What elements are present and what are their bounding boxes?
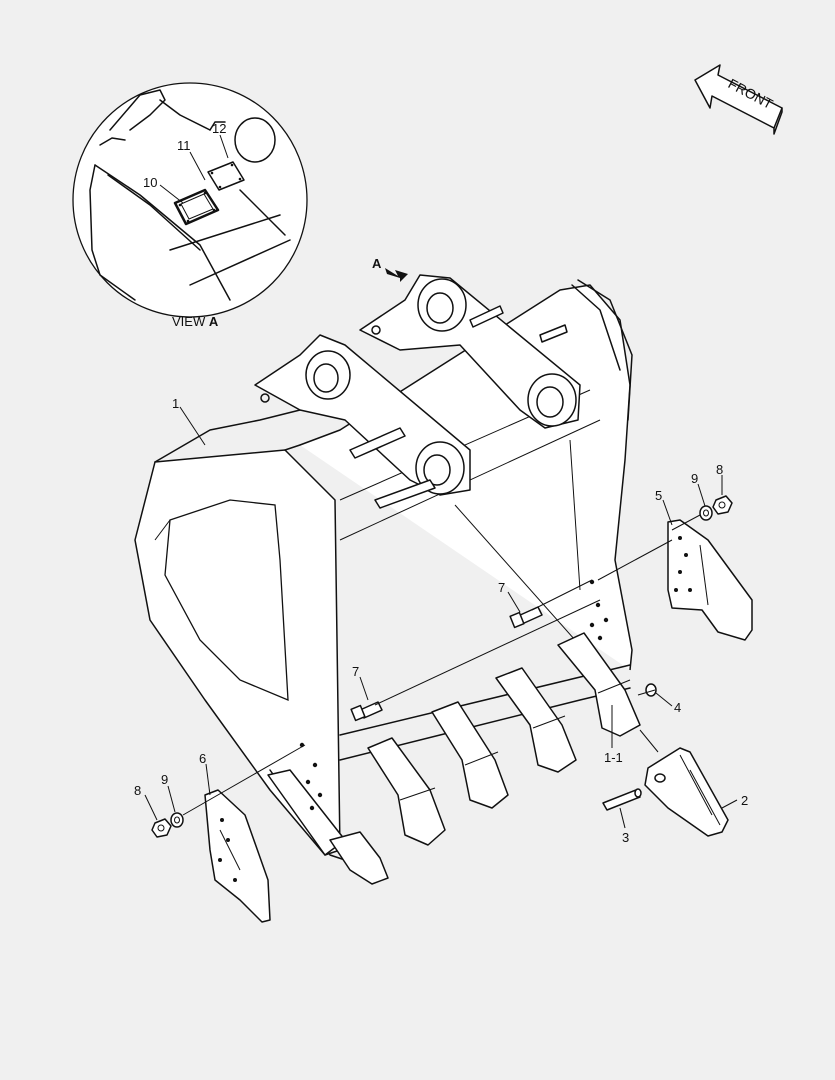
callout-9-left: 9 <box>161 772 168 787</box>
bucket-bosses <box>254 274 581 509</box>
washer-left <box>170 812 184 828</box>
plate-10 <box>173 188 220 226</box>
callout-5: 5 <box>655 488 662 503</box>
tooth-2 <box>431 701 509 809</box>
callout-9-right: 9 <box>691 471 698 486</box>
lock <box>645 683 657 697</box>
tooth-5 <box>329 831 389 885</box>
callout-3: 3 <box>622 830 629 845</box>
callout-11: 11 <box>177 138 191 153</box>
callout-7-upper: 7 <box>498 580 505 595</box>
detail-view-a: 12 11 10 VIEW A <box>72 82 308 329</box>
assembly-lines <box>182 514 701 816</box>
side-cutter-right <box>667 519 753 641</box>
callout-1-1: 1-1 <box>604 750 623 765</box>
callout-2: 2 <box>741 793 748 808</box>
callout-4: 4 <box>674 700 681 715</box>
callout-8-right: 8 <box>716 462 723 477</box>
callout-10: 10 <box>143 175 157 190</box>
view-a-label: VIEW A <box>172 314 219 329</box>
tooth-4 <box>557 632 641 737</box>
bolt-upper <box>509 606 543 629</box>
front-direction-arrow: FRONT <box>694 64 783 135</box>
bucket-teeth <box>329 632 641 885</box>
tooth-1 <box>367 737 446 846</box>
name-plate-12 <box>207 161 245 191</box>
callout-12: 12 <box>212 121 226 136</box>
tooth-point-detached <box>644 747 729 837</box>
tooth-3 <box>495 667 577 773</box>
washer-right <box>699 505 713 521</box>
view-a-direction-arrow: A <box>372 256 408 282</box>
callout-7-lower: 7 <box>352 664 359 679</box>
bolt-lower <box>350 701 383 722</box>
callouts: 1 1-1 2 3 4 5 6 7 7 8 9 8 9 <box>134 396 748 845</box>
nut-right <box>712 495 733 515</box>
nut-left <box>151 818 172 838</box>
callout-8-left: 8 <box>134 783 141 798</box>
callout-6: 6 <box>199 751 206 766</box>
callout-1: 1 <box>172 396 179 411</box>
pin <box>602 788 642 811</box>
side-cutter-left <box>204 789 271 923</box>
view-a-arrow-letter: A <box>372 256 382 271</box>
